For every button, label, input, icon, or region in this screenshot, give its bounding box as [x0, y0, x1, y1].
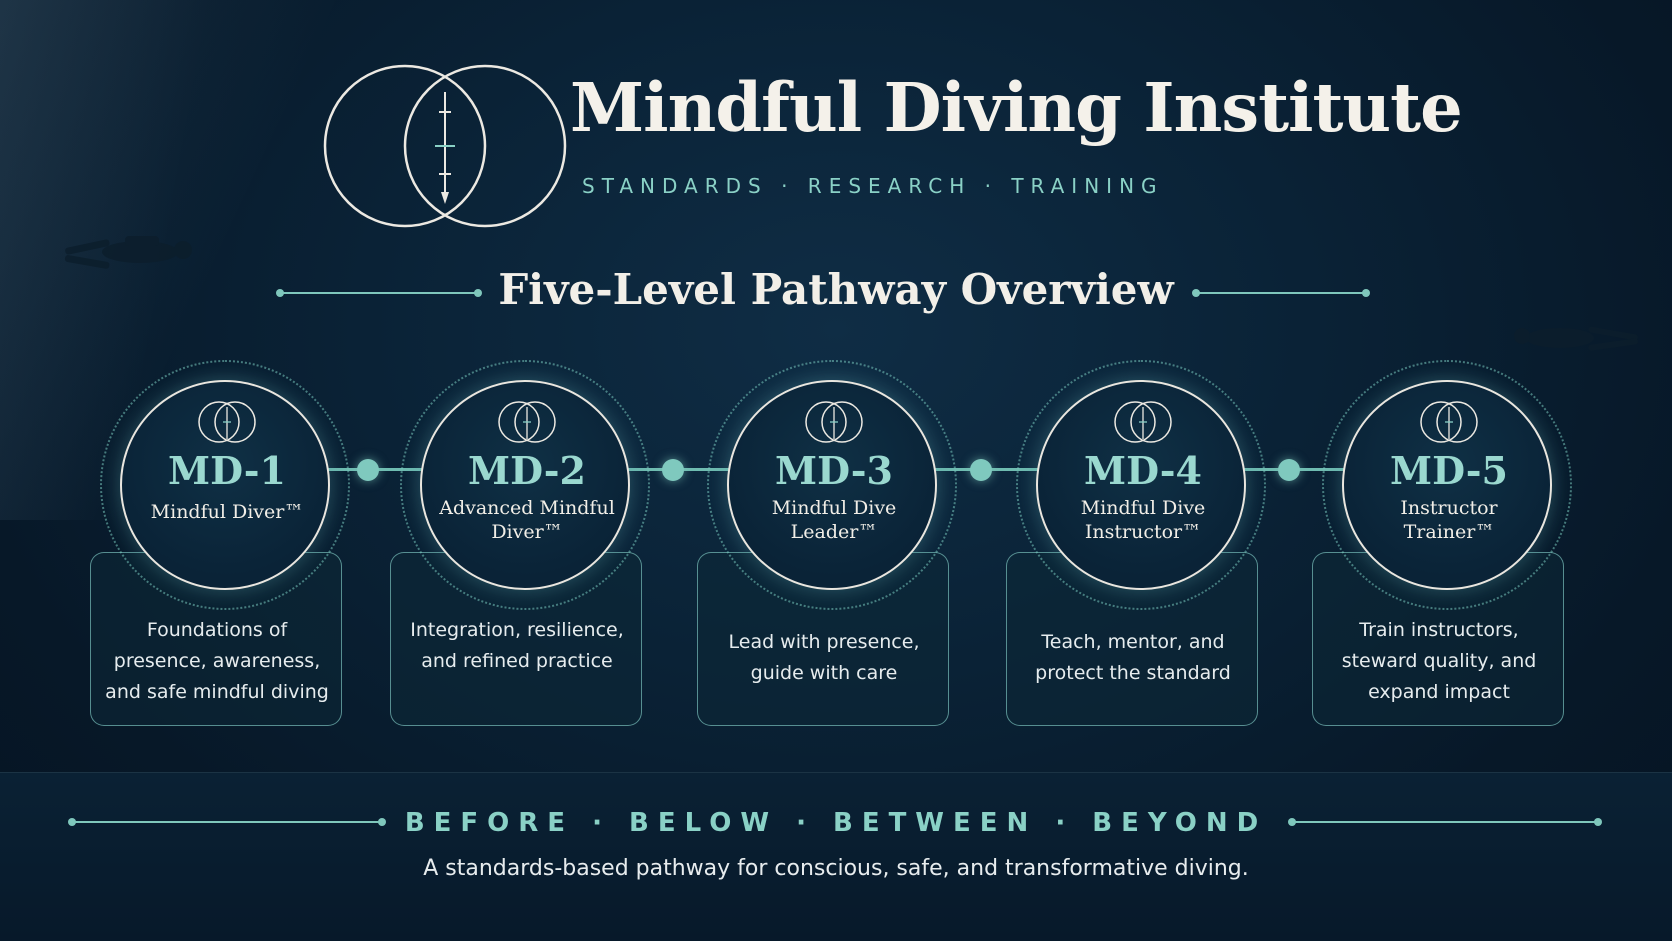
- subhead-rule-left: [276, 289, 482, 297]
- level-name: Mindful Dive Instructor™: [1080, 497, 1206, 543]
- mini-logo-icon: [805, 401, 863, 443]
- diver-silhouette-right-icon: [1514, 326, 1638, 351]
- subhead-rule-right: [1192, 289, 1370, 297]
- page-title: Mindful Diving Institute: [570, 68, 1463, 147]
- motto: BEFORE · BELOW · BETWEEN · BEYOND: [404, 808, 1268, 838]
- motto-rule-right: [1288, 818, 1602, 826]
- mini-logo-icon: [498, 401, 556, 443]
- level-name: Mindful Dive Leader™: [771, 497, 897, 543]
- mini-logo-icon: [1420, 401, 1478, 443]
- pathway-node: [970, 459, 992, 481]
- level-description: Integration, resilience, and refined pra…: [410, 619, 624, 672]
- level-badge: MD-4 Mindful Dive Instructor™: [1036, 380, 1246, 590]
- tagline: STANDARDS · RESEARCH · TRAINING: [582, 174, 1164, 198]
- mission-statement: A standards-based pathway for conscious,…: [423, 856, 1249, 881]
- level-md-4: Teach, mentor, and protect the standard …: [1006, 360, 1276, 730]
- level-md-3: Lead with presence, guide with care MD-3…: [697, 360, 967, 730]
- level-name: Advanced Mindful Diver™: [439, 497, 615, 543]
- level-description: Foundations of presence, awareness, and …: [105, 619, 329, 703]
- mini-logo-icon: [1114, 401, 1172, 443]
- level-code: MD-2: [468, 448, 586, 493]
- pathway-node: [357, 459, 379, 481]
- institute-logo-icon: [323, 64, 567, 228]
- motto-rule-left: [68, 818, 386, 826]
- level-description: Teach, mentor, and protect the standard: [1035, 631, 1231, 684]
- diver-silhouette-left-icon: [64, 236, 192, 269]
- level-badge: MD-3 Mindful Dive Leader™: [727, 380, 937, 590]
- level-name: Instructor Trainer™: [1400, 497, 1498, 543]
- level-md-1: Foundations of presence, awareness, and …: [90, 360, 360, 730]
- level-name: Mindful Diver™: [150, 501, 304, 523]
- mini-logo-icon: [198, 401, 256, 443]
- level-code: MD-4: [1084, 448, 1202, 493]
- pathway-node: [662, 459, 684, 481]
- level-badge: MD-1 Mindful Diver™: [120, 380, 330, 590]
- level-code: MD-5: [1390, 448, 1508, 493]
- pathway-node: [1278, 459, 1300, 481]
- level-description: Train instructors, steward quality, and …: [1341, 619, 1537, 703]
- level-badge: MD-5 Instructor Trainer™: [1342, 380, 1552, 590]
- level-badge: MD-2 Advanced Mindful Diver™: [420, 380, 630, 590]
- level-code: MD-3: [775, 448, 893, 493]
- level-md-5: Train instructors, steward quality, and …: [1312, 360, 1582, 730]
- pathway-heading: Five-Level Pathway Overview: [498, 265, 1174, 314]
- level-description: Lead with presence, guide with care: [728, 631, 920, 684]
- footer-band: [0, 772, 1672, 941]
- level-code: MD-1: [168, 448, 286, 493]
- level-md-2: Integration, resilience, and refined pra…: [390, 360, 660, 730]
